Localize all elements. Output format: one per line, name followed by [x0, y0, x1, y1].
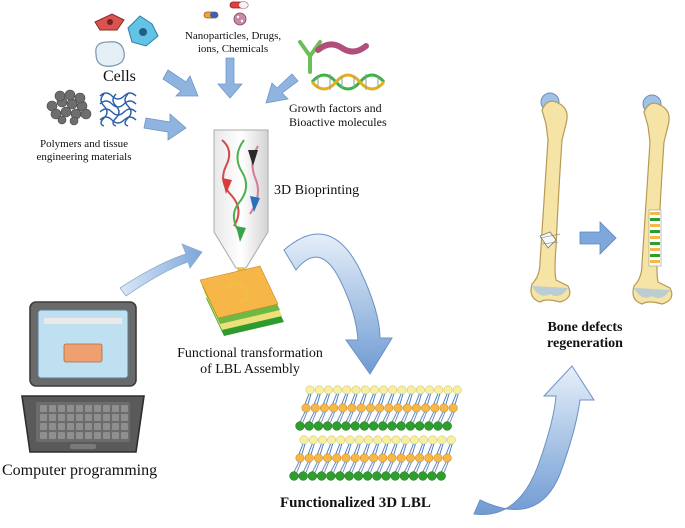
label-functional-line2: of LBL Assembly	[200, 362, 300, 378]
bioprinter-nozzle	[213, 129, 269, 293]
growth-factor-icon	[298, 40, 386, 91]
bone-repaired-icon	[632, 94, 673, 305]
nanoparticles-icon	[203, 1, 249, 26]
input-arrows	[143, 57, 299, 141]
label-nanoparticles: Nanoparticles, Drugs, ions, Chemicals	[172, 30, 294, 55]
printed-lbl-block	[199, 265, 284, 336]
label-growth-factors: Growth factors and Bioactive molecules	[289, 101, 387, 130]
label-computer-programming: Computer programming	[2, 462, 158, 479]
label-growth-line1: Growth factors and	[289, 101, 382, 115]
label-bioprinting: 3D Bioprinting	[274, 183, 360, 198]
printer-to-lbl-arrow	[283, 233, 393, 375]
cells-icon	[94, 13, 159, 67]
label-polymers-line2: engineering materials	[36, 150, 132, 163]
laptop-icon	[21, 301, 145, 453]
label-nanoparticles-line2: ions, Chemicals	[197, 42, 269, 55]
label-bone-line1: Bone defects	[547, 320, 623, 335]
label-bone-regeneration: Bone defects regeneration	[520, 320, 650, 352]
label-cells: Cells	[103, 68, 136, 85]
lbl-to-bone-arrow	[473, 365, 595, 516]
polymers-icon	[46, 89, 137, 127]
label-functional-transformation: Functional transformation of LBL Assembl…	[150, 346, 350, 378]
label-polymers: Polymers and tissue engineering material…	[18, 138, 150, 163]
bone-transition-arrow	[579, 221, 617, 255]
label-nanoparticles-line1: Nanoparticles, Drugs,	[184, 30, 282, 42]
label-growth-line2: Bioactive molecules	[289, 114, 387, 129]
label-functional-line1: Functional transformation	[177, 346, 323, 361]
label-polymers-line1: Polymers and tissue	[40, 138, 128, 150]
bone-intact-icon	[530, 92, 571, 303]
functionalized-lbl-layers	[289, 385, 462, 481]
computer-to-printer-arrow	[119, 243, 203, 297]
label-bone-line2: regeneration	[547, 336, 623, 352]
label-functionalized-lbl: Functionalized 3D LBL	[280, 495, 431, 511]
